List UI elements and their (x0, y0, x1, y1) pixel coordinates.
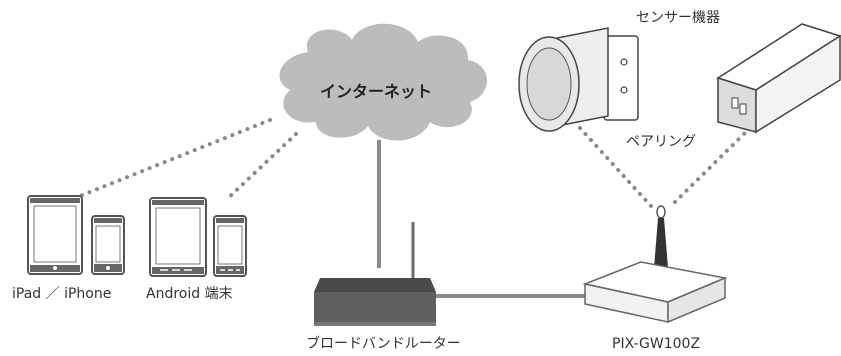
ipad-iphone-label: iPad ／ iPhone (12, 286, 112, 302)
iphone-device (91, 215, 125, 275)
wired-links (377, 140, 585, 298)
ipad-device (27, 195, 83, 275)
router-label: ブロードバンドルーター (306, 336, 461, 352)
broadband-router (314, 222, 436, 326)
sensor-device-2 (716, 23, 841, 134)
sensor2-gateway-dotted-link (669, 126, 752, 208)
android-label: Android 端末 (146, 286, 233, 302)
android-tablet-device (149, 197, 207, 277)
gateway-label: PIX-GW100Z (612, 336, 701, 352)
sensor-device-1 (518, 27, 639, 132)
internet-cloud (279, 23, 488, 141)
pairing-label: ペアリング (626, 134, 696, 150)
cloud-android-dotted-link (224, 132, 298, 202)
android-phone-device (213, 215, 247, 277)
internet-label: インターネット (320, 82, 433, 101)
wireless-links (78, 118, 752, 208)
sensor-gateway-dotted-link (578, 126, 653, 208)
cloud-tablet-dotted-link (78, 118, 272, 198)
sensor-label: センサー機器 (636, 10, 720, 26)
gateway-device (582, 205, 728, 324)
